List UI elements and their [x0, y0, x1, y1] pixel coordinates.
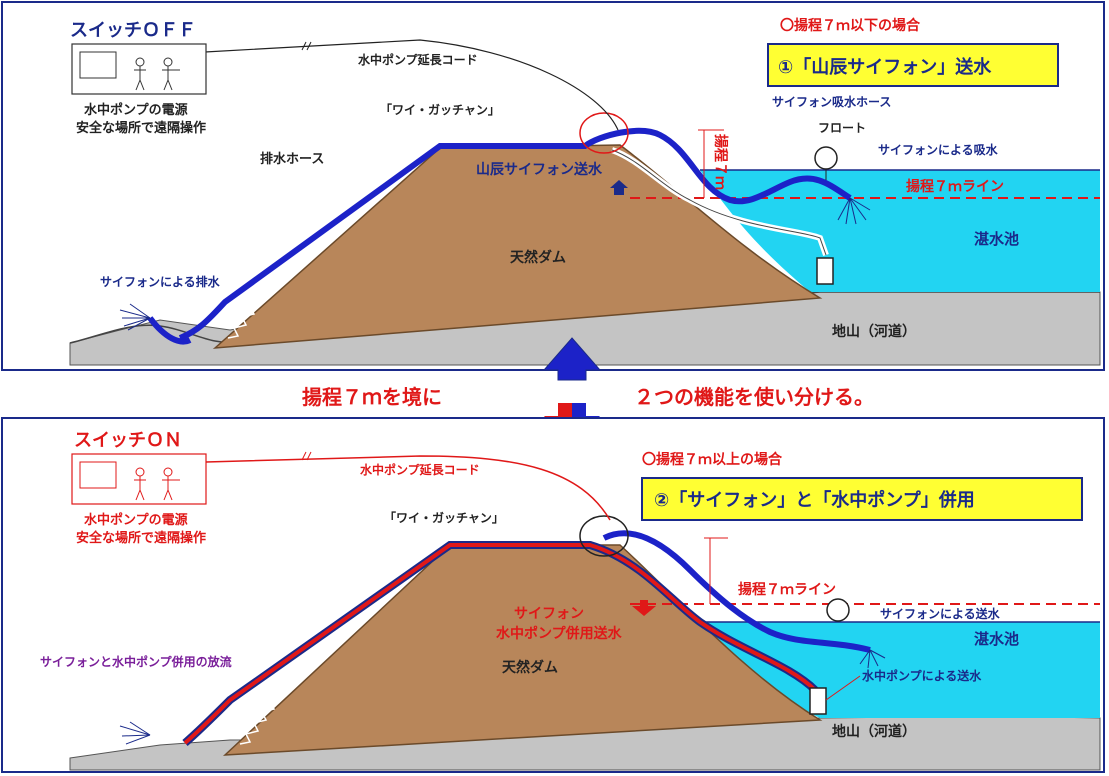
bottom-pump-icon [809, 687, 827, 715]
bottom-mode-box [641, 477, 1083, 521]
top-line-label: 揚程７ｍライン [906, 178, 1004, 195]
top-cord-break2 [306, 41, 312, 51]
top-dam-steps [227, 181, 351, 339]
bottom-power-caption-line1: 水中ポンプの電源 [84, 512, 188, 528]
bottom-combined-label-line2: 水中ポンプ併用送水 [496, 625, 623, 642]
middle-right-text: ２つの機能を使い分ける。 [634, 385, 874, 409]
bottom-discharge-label: サイフォンと水中ポンプ併用の放流 [40, 654, 232, 669]
top-condition-label: 〇揚程７ｍ以下の場合 [780, 17, 921, 34]
top-power-caption-line1: 水中ポンプの電源 [84, 102, 188, 118]
bottom-pump-label: 水中ポンプによる送水 [862, 668, 982, 683]
middle-left-text: 揚程７ｍを境に [302, 385, 442, 409]
top-mode-box-label: ①「山辰サイフォン」送水 [778, 56, 992, 78]
top-power-caption-line2: 安全な場所で遠隔操作 [76, 120, 206, 136]
top-fitting-circle [579, 112, 629, 154]
top-pump-icon [816, 257, 834, 285]
top-dam [212, 144, 823, 349]
bottom-combined-label-line1: サイフォン [514, 606, 584, 622]
top-drain-curve [147, 316, 192, 345]
bottom-cord-break [301, 451, 307, 461]
top-fitting-label: 「ワイ・ガッチャン」 [380, 102, 500, 117]
bottom-line-label: 揚程７ｍライン [738, 581, 836, 598]
top-drain-hose-label: 排水ホース [260, 151, 324, 167]
top-switch-label: スイッチＯＦＦ [70, 20, 196, 41]
top-float-label: フロート [818, 121, 866, 135]
bottom-pond-label: 湛水池 [974, 630, 1019, 648]
top-pond [700, 170, 1100, 292]
bottom-down-arrow-icon [632, 600, 656, 616]
top-pump-hose-outline [611, 149, 827, 256]
bottom-pond [700, 622, 1100, 718]
top-intake-label: サイフォンによる吸水 [878, 142, 999, 157]
middle-up-arrow-icon [542, 337, 602, 381]
top-siphon-mode-label: 山辰サイフォン送水 [476, 161, 603, 178]
top-up-arrow-icon [610, 180, 628, 195]
bottom-siphon-send-label: サイフォンによる送水 [880, 606, 1001, 621]
bottom-cord-break2 [306, 451, 312, 461]
bottom-cord [205, 455, 611, 521]
bottom-operators-icon [134, 467, 180, 501]
top-pond-label: 湛水池 [974, 230, 1019, 248]
top-operators-icon [134, 57, 180, 91]
top-cord-break [301, 41, 307, 51]
top-discharge-spray-icon [119, 303, 151, 331]
top-cord [204, 39, 619, 131]
bottom-combined-hose [183, 543, 817, 745]
bottom-switch-label: スイッチＯＮ [74, 430, 182, 451]
bottom-power-caption-line2: 安全な場所で遠隔操作 [76, 530, 206, 546]
top-dam-label: 天然ダム [510, 249, 566, 266]
bottom-discharge-spray-icon [119, 721, 151, 745]
top-cord-label: 水中ポンプ延長コード [358, 52, 478, 67]
bottom-fitting-circle [579, 515, 629, 557]
bottom-intake-spray-icon [859, 649, 886, 669]
top-float-icon [814, 146, 838, 170]
top-mode-box [767, 43, 1059, 87]
top-lift-label: 揚程７ｍ [712, 134, 729, 190]
top-ground-label: 地山（河道） [832, 323, 916, 340]
bottom-condition-label: 〇揚程７ｍ以上の場合 [642, 451, 783, 468]
top-control-board [79, 51, 117, 79]
bottom-ground-label: 地山（河道） [832, 723, 916, 740]
bottom-fitting-label: 「ワイ・ガッチャン」 [384, 510, 504, 525]
bottom-cord-label: 水中ポンプ延長コード [360, 462, 480, 477]
bottom-pump-pointer [825, 675, 861, 701]
bottom-float-icon [826, 598, 850, 622]
bottom-control-board [79, 461, 117, 489]
bottom-siphon-hose [602, 530, 871, 653]
top-intake-hose-label: サイフォン吸水ホース [772, 94, 891, 109]
bottom-mode-box-label: ②「サイフォン」と「水中ポンプ」併用 [654, 489, 975, 511]
top-intake-spray-icon [837, 197, 871, 225]
top-discharge-label: サイフォンによる排水 [100, 274, 221, 289]
bottom-dam-label: 天然ダム [502, 659, 558, 676]
top-drain-hose [178, 127, 852, 341]
